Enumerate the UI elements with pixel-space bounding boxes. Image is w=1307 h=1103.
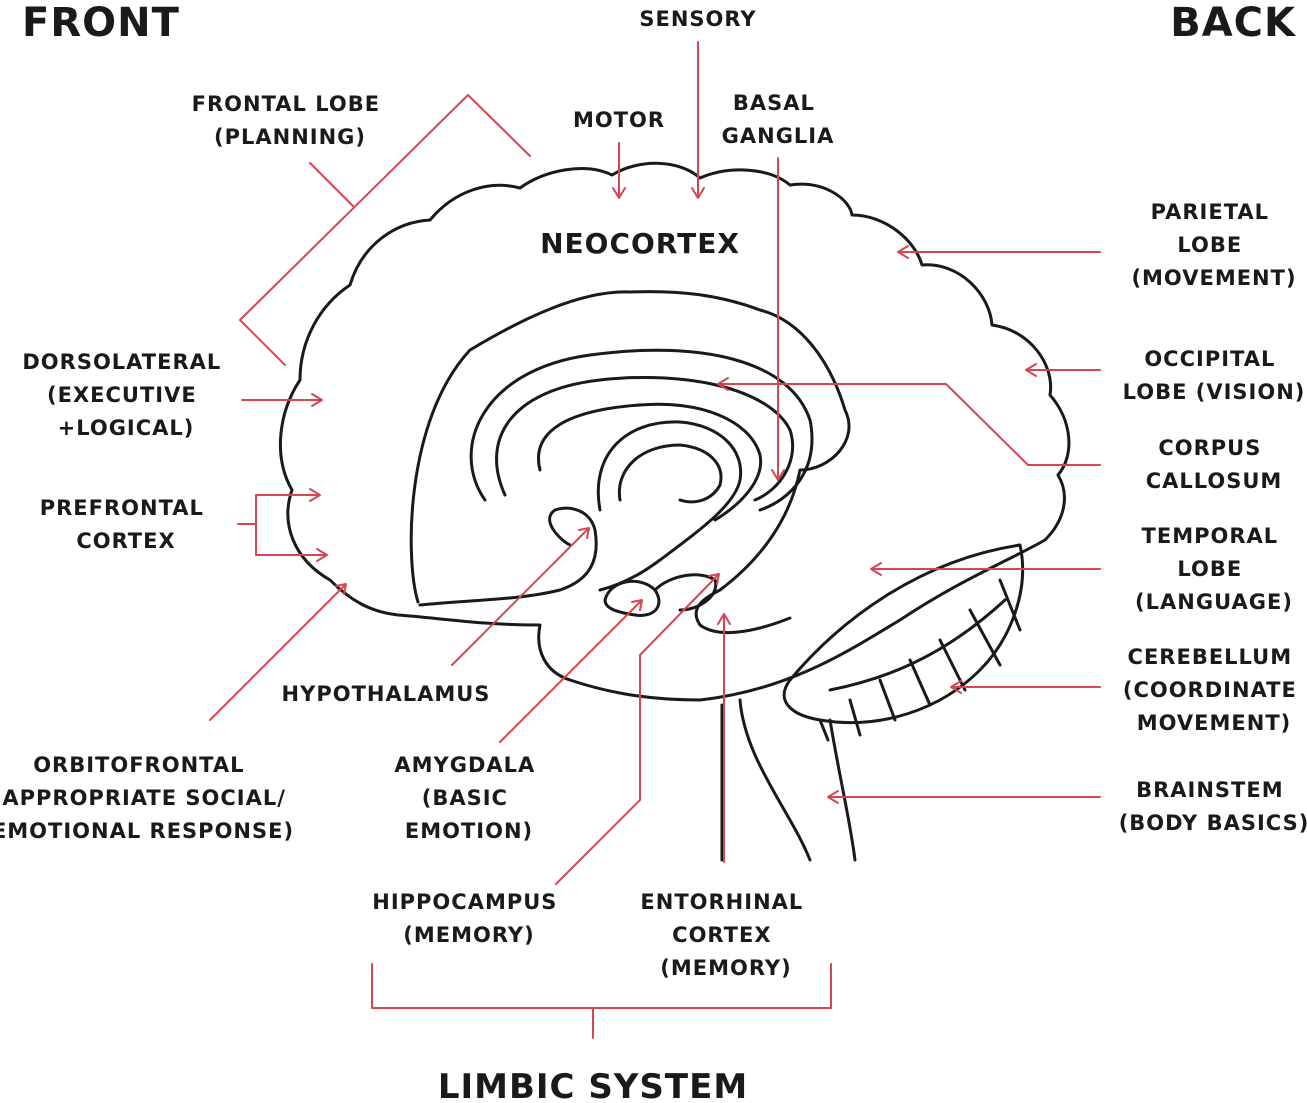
hypothalamus-leader: [451, 528, 589, 666]
front-label: FRONT: [22, 0, 180, 46]
prefrontal-arrowhead-top: [309, 488, 321, 502]
inner-limbic-arc-2: [617, 443, 723, 504]
motor-arrowhead: [612, 187, 626, 199]
leader-lines: [209, 41, 1101, 1039]
entorhinal-arrowhead: [717, 613, 731, 625]
basal-ganglia-label: BASAL GANGLIA: [722, 91, 835, 148]
orbitofrontal-leader: [209, 584, 346, 721]
sensory-arrowhead: [691, 187, 705, 199]
hypothalamus-arrowhead: [578, 527, 590, 539]
hypothalamus-shape: [418, 506, 598, 607]
cerebellum-folds: [818, 578, 1022, 742]
corpus-callosum-arrowhead: [717, 377, 729, 391]
frontal-lobe-label: FRONTAL LOBE (PLANNING): [192, 92, 389, 149]
cortex-inner-boundary: [409, 290, 851, 634]
orbitofrontal-arrowhead: [335, 583, 347, 595]
hippocampus-shape: [653, 573, 718, 612]
dorsolateral-label: DORSOLATERAL (EXECUTIVE +LOGICAL): [22, 350, 229, 440]
limbic-system-label: LIMBIC SYSTEM: [438, 1067, 748, 1103]
hypothalamus-label: HYPOTHALAMUS: [282, 682, 491, 706]
hippocampus-arrowhead: [708, 573, 720, 585]
parietal-lobe-label: PARIETAL LOBE (MOVEMENT): [1131, 200, 1296, 290]
prefrontal-cortex-label: PREFRONTAL CORTEX: [40, 496, 213, 553]
brain-outline: [278, 161, 1071, 862]
cerebrum-outline: [278, 161, 1071, 702]
orbitofrontal-label: ORBITOFRONTAL (APPROPRIATE SOCIAL/ EMOTI…: [0, 753, 294, 843]
basal-ganglia-arrowhead: [771, 469, 785, 481]
temporal-lobe-label: TEMPORAL LOBE (LANGUAGE): [1135, 524, 1293, 614]
prefrontal-leader: [237, 494, 326, 556]
amygdala-label: AMYGDALA (BASIC EMOTION): [394, 753, 543, 843]
hippocampus-leader: [555, 574, 719, 885]
back-label: BACK: [1170, 0, 1297, 46]
amygdala-arrowhead: [631, 599, 643, 611]
occipital-lobe-label: OCCIPITAL LOBE (VISION): [1123, 347, 1306, 404]
brainstem-outline: [720, 698, 857, 862]
hippocampus-label: HIPPOCAMPUS (MEMORY): [372, 890, 565, 947]
prefrontal-arrowhead-bottom: [316, 548, 328, 562]
fornix-arc: [495, 376, 795, 502]
corpus-callosum-label: CORPUS CALLOSUM: [1146, 436, 1283, 493]
sensory-label: SENSORY: [639, 7, 756, 31]
amygdala-leader: [499, 600, 642, 743]
corpus-callosum-arc: [469, 348, 814, 512]
brainstem-label: BRAINSTEM (BODY BASICS): [1119, 778, 1307, 835]
brainstem-arrowhead: [827, 790, 839, 804]
cerebellum-label: CEREBELLUM (COORDINATE MOVEMENT): [1123, 645, 1305, 735]
limbic-system-bracket: [371, 963, 832, 1039]
entorhinal-cortex-label: ENTORHINAL CORTEX (MEMORY): [640, 890, 811, 980]
thalamus-arc: [537, 402, 763, 522]
frontal-lobe-bracket: [239, 94, 531, 366]
parietal-arrowhead: [897, 245, 909, 259]
temporal-arrowhead: [870, 562, 882, 576]
motor-label: MOTOR: [573, 108, 665, 132]
amygdala-shape: [603, 579, 661, 617]
neocortex-label: NEOCORTEX: [540, 227, 740, 260]
region-labels: SENSORY MOTOR BASAL GANGLIA FRONTAL LOBE…: [0, 7, 1307, 980]
corpus-callosum-leader: [719, 383, 1101, 466]
dorsolateral-arrowhead: [311, 393, 323, 407]
cerebellum-arrowhead: [950, 680, 962, 694]
inner-limbic-arc: [596, 420, 743, 592]
occipital-arrowhead: [1025, 363, 1037, 377]
